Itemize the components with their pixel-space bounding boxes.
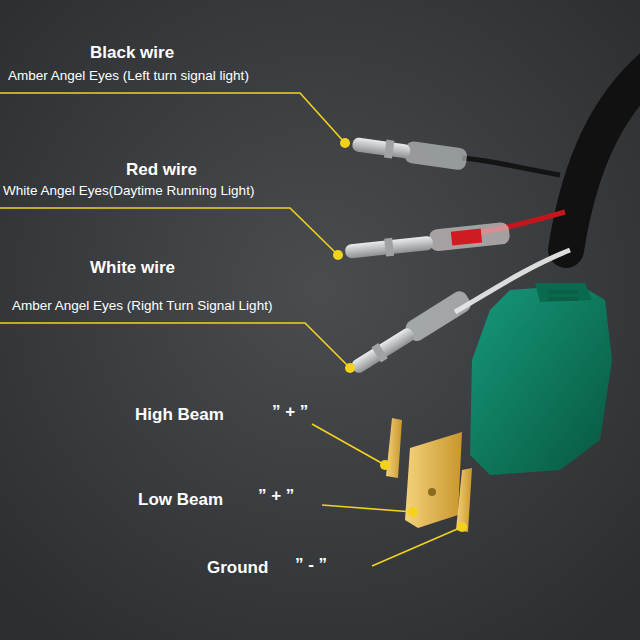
pin-polarity: ” + ” [272, 402, 308, 422]
leader-line [0, 323, 350, 368]
leader-dot [340, 138, 350, 148]
pin-name: High Beam [135, 405, 224, 425]
leader-line [312, 424, 385, 465]
wire-function: White Angel Eyes(Daytime Running Light) [3, 183, 254, 199]
wire-function: Amber Angel Eyes (Right Turn Signal Ligh… [12, 298, 272, 314]
leader-line [372, 527, 462, 566]
leader-line [322, 505, 413, 512]
wire-function: Amber Angel Eyes (Left turn signal light… [8, 68, 249, 84]
leader-dot [408, 507, 418, 517]
wire-name: Red wire [126, 160, 197, 180]
leader-line [0, 93, 345, 143]
pin-polarity: ” - ” [295, 555, 327, 575]
wire-name: Black wire [90, 43, 174, 63]
pin-polarity: ” + ” [258, 486, 294, 506]
leader-dot [380, 460, 390, 470]
pin-name: Low Beam [138, 490, 223, 510]
leader-dot [345, 363, 355, 373]
leader-line [0, 208, 338, 255]
pin-name: Ground [207, 558, 268, 578]
leader-dot [457, 522, 467, 532]
leader-dot [333, 250, 343, 260]
wire-name: White wire [90, 258, 175, 278]
